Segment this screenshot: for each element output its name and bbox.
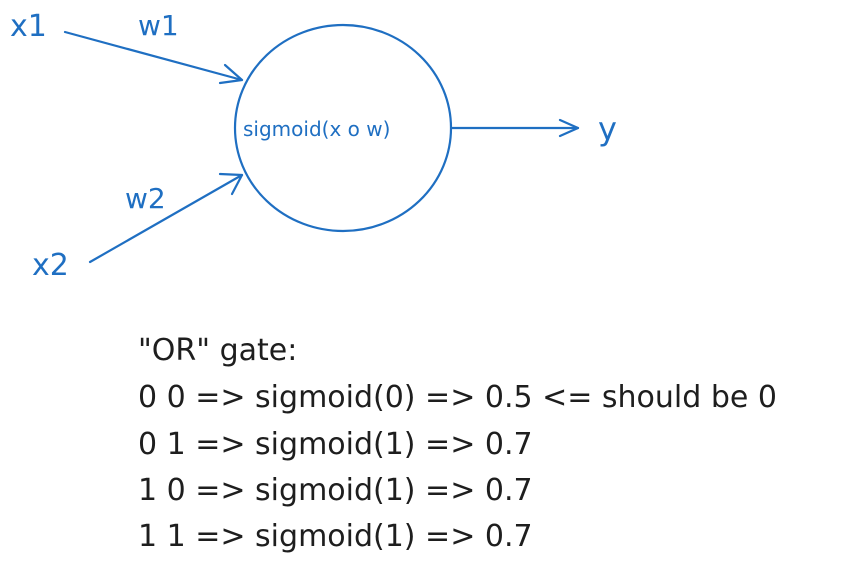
truth-table-row: 1 1 => sigmoid(1) => 0.7 — [138, 519, 533, 554]
input1-arrow — [63, 30, 244, 85]
input2-label: x2 — [32, 248, 69, 283]
truth-table-row: 0 0 => sigmoid(0) => 0.5 <= should be 0 — [138, 380, 777, 415]
output-arrow — [449, 118, 580, 138]
function-label: sigmoid(x o w) — [243, 117, 390, 141]
weight2-label: w2 — [125, 182, 166, 215]
input2-arrow — [88, 172, 244, 264]
truth-table-row: 1 0 => sigmoid(1) => 0.7 — [138, 473, 533, 508]
truth-table-title: "OR" gate: — [138, 333, 297, 368]
input1-label: x1 — [10, 9, 47, 44]
truth-table-row: 0 1 => sigmoid(1) => 0.7 — [138, 427, 533, 462]
output-label: y — [598, 110, 617, 148]
weight1-label: w1 — [138, 9, 179, 42]
